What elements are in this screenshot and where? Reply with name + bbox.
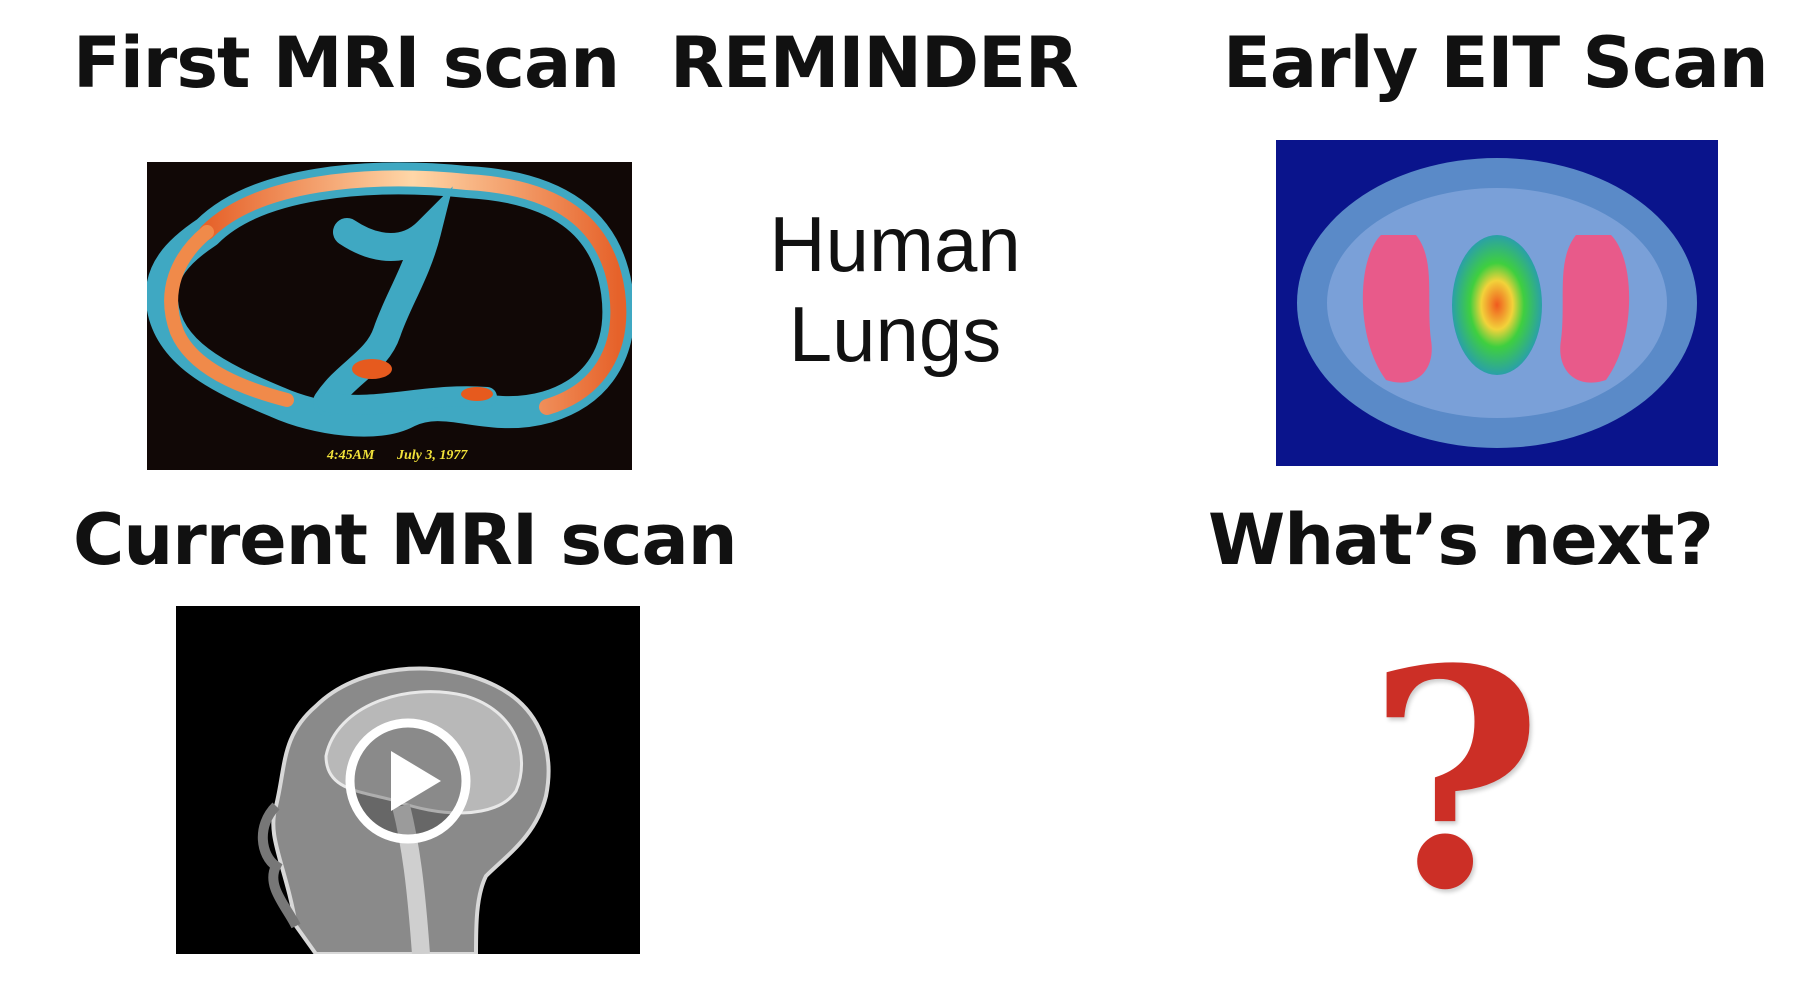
- mri-hot-spot: [352, 359, 392, 379]
- early-eit-heading: Early EIT Scan: [1223, 22, 1769, 104]
- reminder-line-2: Lungs: [788, 289, 1002, 378]
- reminder-line-1: Human: [769, 200, 1021, 288]
- eit-left-lung: [1362, 235, 1432, 383]
- mri-hot-band-left: [164, 225, 294, 407]
- first-mri-graphic: 4:45AM July 3, 1977: [147, 162, 632, 463]
- brain-region: [324, 690, 524, 815]
- first-mri-heading: First MRI scan: [73, 22, 620, 104]
- mri-lower-divider: [317, 386, 497, 415]
- current-mri-heading: Current MRI scan: [73, 499, 738, 581]
- play-button[interactable]: [345, 718, 471, 844]
- eit-graphic: [1297, 158, 1697, 448]
- first-mri-image: 4:45AM July 3, 1977: [147, 162, 632, 470]
- mri-time-label: 4:45AM: [326, 448, 375, 463]
- spine-region: [392, 803, 430, 954]
- reminder-text: Human Lungs: [725, 200, 1065, 379]
- current-mri-video[interactable]: [176, 606, 640, 954]
- play-icon: [391, 751, 441, 811]
- mri-hot-spot-2: [461, 387, 493, 401]
- reminder-heading: REMINDER: [670, 22, 1079, 104]
- face-region: [257, 802, 301, 929]
- brain-mri-graphic: [257, 666, 551, 954]
- whats-next-heading: What’s next?: [1208, 499, 1714, 581]
- eit-heart-region: [1452, 235, 1542, 375]
- mri-date-label: July 3, 1977: [396, 448, 468, 463]
- early-eit-image: [1276, 140, 1718, 466]
- mri-hot-band: [199, 170, 627, 415]
- question-mark-icon: ?: [1367, 603, 1543, 956]
- eit-right-lung: [1560, 235, 1630, 383]
